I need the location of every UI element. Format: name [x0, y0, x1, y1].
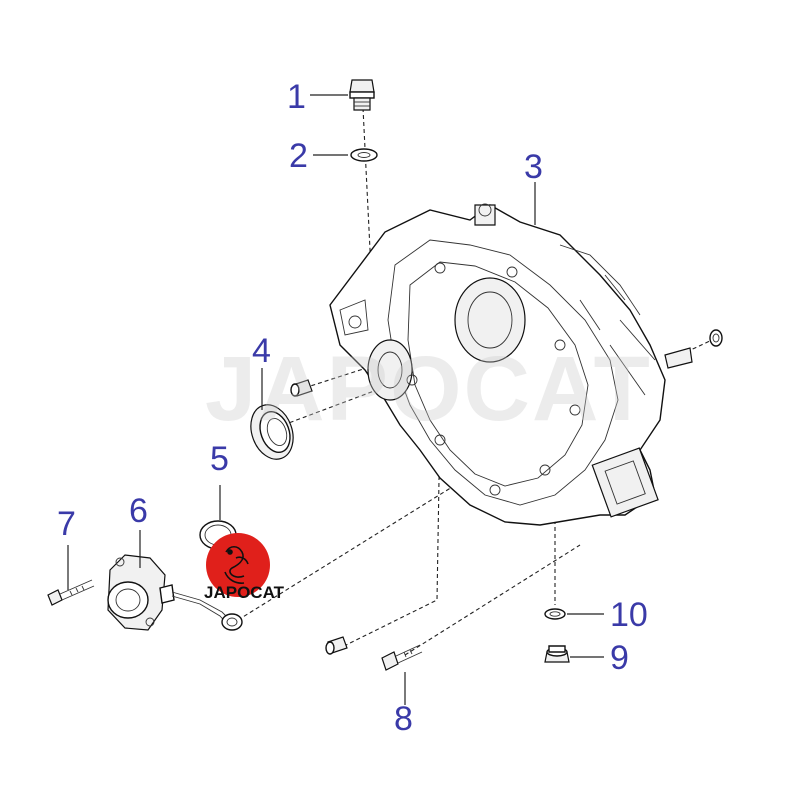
dowel-pin-upper — [290, 379, 313, 397]
callout-5: 5 — [210, 440, 229, 478]
japocat-logo: JAPOCAT — [204, 533, 285, 602]
part-7-bolt — [47, 579, 95, 606]
part-2-washer — [350, 148, 378, 162]
watermark-text: JAPOCAT — [205, 338, 652, 440]
callout-10: 10 — [610, 596, 648, 634]
sensor-washer — [709, 329, 723, 347]
dowel-pin-lower — [325, 636, 348, 655]
callout-6: 6 — [129, 492, 148, 530]
part-8-bolt — [381, 644, 423, 671]
part-6-release-cylinder — [107, 554, 243, 631]
callout-3: 3 — [524, 148, 543, 186]
cat-icon — [224, 545, 249, 584]
callout-numbers: 1 2 3 4 5 6 7 8 9 10 — [57, 78, 648, 738]
logo-text: JAPOCAT — [204, 583, 285, 602]
part-1-bolt — [349, 79, 375, 111]
callout-7: 7 — [57, 505, 76, 543]
callout-2: 2 — [289, 137, 308, 175]
callout-4: 4 — [252, 332, 271, 370]
part-9-plug — [544, 645, 570, 663]
callout-1: 1 — [287, 78, 306, 116]
callout-9: 9 — [610, 639, 629, 677]
callout-8: 8 — [394, 700, 413, 738]
part-10-washer — [544, 608, 566, 620]
leader-lines — [67, 94, 604, 705]
transmission-case — [329, 203, 693, 526]
part-4-oil-seal — [250, 404, 294, 460]
